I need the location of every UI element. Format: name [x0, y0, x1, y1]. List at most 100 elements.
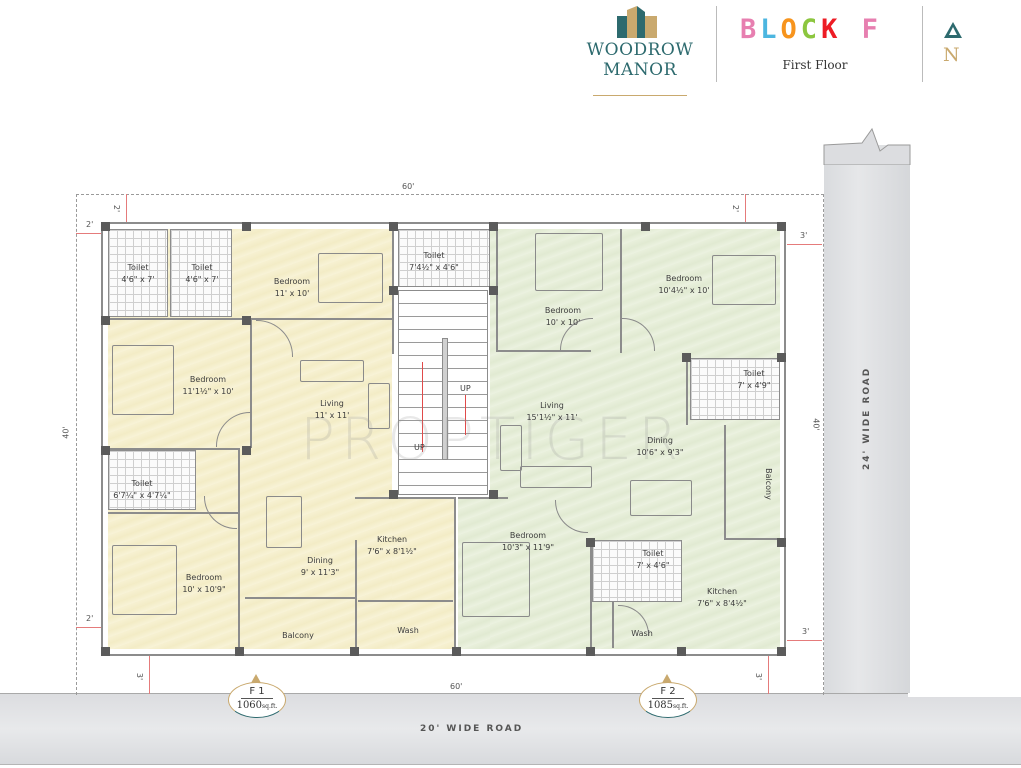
room-size: 10' x 10': [545, 318, 581, 327]
road-break-icon: [823, 127, 911, 165]
room-label-f2-balcony: Balcony: [762, 464, 774, 504]
wall: [358, 600, 453, 602]
setback-line: [745, 194, 746, 224]
column: [389, 222, 398, 231]
room-size: 10'4½" x 10': [658, 286, 710, 295]
room-name: Toilet: [131, 479, 153, 488]
wall: [355, 540, 357, 648]
brand-name: WOODROW MANOR: [575, 40, 705, 96]
room-name: Bedroom: [189, 375, 227, 384]
column: [489, 286, 498, 295]
column: [777, 647, 786, 656]
toilet-room: [108, 229, 168, 317]
room-size: 7' x 4'9": [737, 381, 771, 390]
column: [389, 490, 398, 499]
bed-icon: [535, 233, 603, 291]
setback-line: [768, 656, 769, 694]
side-road-label: 24' WIDE ROAD: [862, 366, 872, 470]
setback-line: [787, 640, 822, 641]
setback-right-top: 3': [800, 231, 808, 240]
toilet-room: [398, 229, 490, 287]
room-name: Balcony: [764, 468, 773, 500]
wall: [620, 229, 622, 353]
bed-icon: [112, 545, 177, 615]
room-size: 7'6" x 8'4½": [697, 599, 747, 608]
room-size: 4'6" x 7': [121, 275, 155, 284]
building-logo-icon: [617, 6, 657, 38]
floor-label: First Floor: [782, 58, 848, 72]
unit-badge-f2[interactable]: F 2 1085sq.ft.: [639, 674, 697, 718]
unit-f2-area-lower: [458, 497, 490, 649]
unit-area-unit: sq.ft.: [262, 703, 278, 710]
column: [586, 538, 595, 547]
room-name: Toilet: [743, 369, 765, 378]
column: [389, 286, 398, 295]
bed-icon: [318, 253, 383, 303]
unit-id: F 2: [652, 686, 684, 699]
column: [489, 490, 498, 499]
block-title: BLOCK F: [740, 14, 890, 45]
sofa-icon: [520, 466, 592, 488]
room-name: Toilet: [423, 251, 445, 260]
unit-badge-f1[interactable]: F 1 1060sq.ft.: [228, 674, 286, 718]
wall: [454, 497, 456, 649]
room-size: 11' x 11': [314, 411, 350, 420]
block-title-letter: L: [760, 14, 781, 45]
dining-table-icon: [630, 480, 692, 516]
column: [777, 353, 786, 362]
brand-line-1: WOODROW: [586, 40, 694, 60]
setback-bottom-left: 3': [135, 672, 145, 681]
room-name: Dining: [307, 556, 333, 565]
block-title-letter: F: [861, 14, 882, 45]
room-size: 10'3" x 11'9": [501, 543, 555, 552]
room-size: 6'7¼" x 4'7¼": [113, 491, 171, 500]
wall: [108, 448, 238, 450]
wall: [496, 350, 591, 352]
unit-area: 1085sq.ft.: [640, 699, 696, 714]
column: [489, 222, 498, 231]
north-label: N: [943, 44, 960, 66]
room-size: 4'6" x 7': [185, 275, 219, 284]
sofa-icon: [368, 383, 390, 429]
room-name: Toilet: [642, 549, 664, 558]
header-divider: [922, 6, 923, 82]
road-junction-gap: [908, 693, 1021, 697]
column: [242, 222, 251, 231]
room-label-f1-balcony: Balcony: [270, 630, 326, 642]
room-label-f2-living: Living 15'1½" x 11': [520, 400, 584, 424]
room-label-f2-toilet-2: Toilet 7' x 4'9": [730, 368, 778, 392]
setback-line: [149, 656, 150, 694]
column: [242, 316, 251, 325]
toilet-room: [170, 229, 232, 317]
unit-f1-area-lower: [392, 497, 454, 649]
unit-area-value: 1060: [236, 700, 263, 711]
setback-top-right: 2': [731, 204, 741, 213]
room-size: 10' x 10'9": [182, 585, 226, 594]
bed-icon: [112, 345, 174, 415]
side-road-label-wrap: 24' WIDE ROAD: [858, 366, 878, 480]
setback-bottom-right: 3': [754, 672, 764, 681]
column: [101, 647, 110, 656]
setback-right-bottom: 3': [802, 627, 810, 636]
stair-handrail: [442, 338, 448, 460]
setback-line: [126, 194, 127, 224]
room-size: 9' x 11'3": [300, 568, 340, 577]
room-size: 15'1½" x 11': [526, 413, 578, 422]
header-divider: [716, 6, 717, 82]
column: [586, 647, 595, 656]
wall: [724, 538, 780, 540]
room-size: 7'4½" x 4'6": [409, 263, 459, 272]
room-name: Living: [540, 401, 564, 410]
sofa-icon: [500, 425, 522, 471]
wall: [238, 448, 240, 648]
setback-top-left-side: 2': [112, 204, 122, 213]
unit-area-value: 1085: [647, 700, 674, 711]
